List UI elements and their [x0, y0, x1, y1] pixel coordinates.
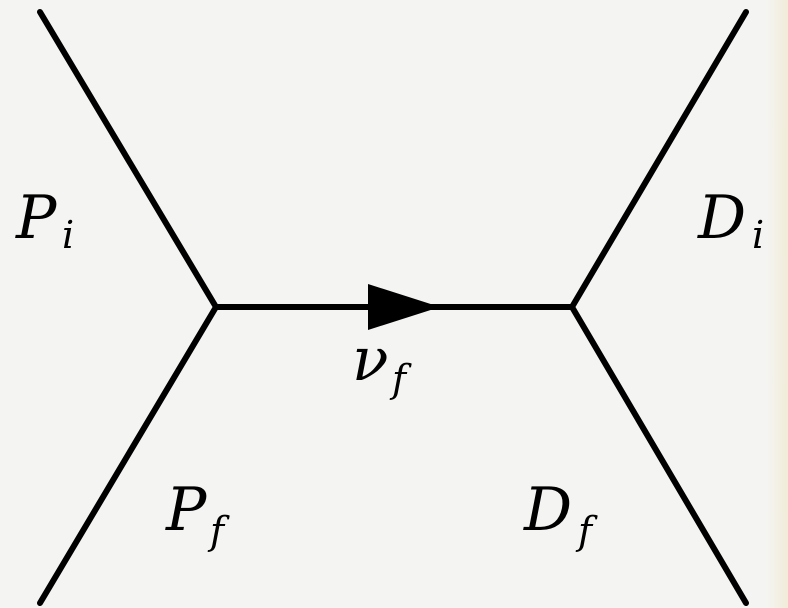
label-p-final-main: P [165, 475, 208, 545]
label-d-initial-main: D [697, 183, 746, 253]
label-d-final-main: D [523, 475, 572, 545]
label-d-initial-sub: i [752, 213, 764, 257]
label-propagator-main: ν [352, 325, 388, 395]
label-p-initial-main: P [15, 183, 58, 253]
propagator-arrow-icon [368, 284, 440, 330]
line-p-final [37, 304, 219, 606]
line-d-initial [569, 9, 749, 310]
label-p-initial: P i [15, 183, 74, 257]
label-d-final-sub: f [575, 509, 598, 553]
label-p-final-sub: f [207, 509, 230, 553]
label-p-final: P f [165, 475, 230, 553]
page-edge-shading [766, 0, 788, 608]
line-p-initial [37, 9, 219, 310]
label-d-final: D f [523, 475, 598, 553]
label-propagator-sub: f [389, 357, 412, 401]
label-p-initial-sub: i [62, 213, 74, 257]
line-d-final [569, 304, 749, 606]
label-d-initial: D i [697, 183, 764, 257]
label-propagator: ν f [352, 325, 412, 401]
